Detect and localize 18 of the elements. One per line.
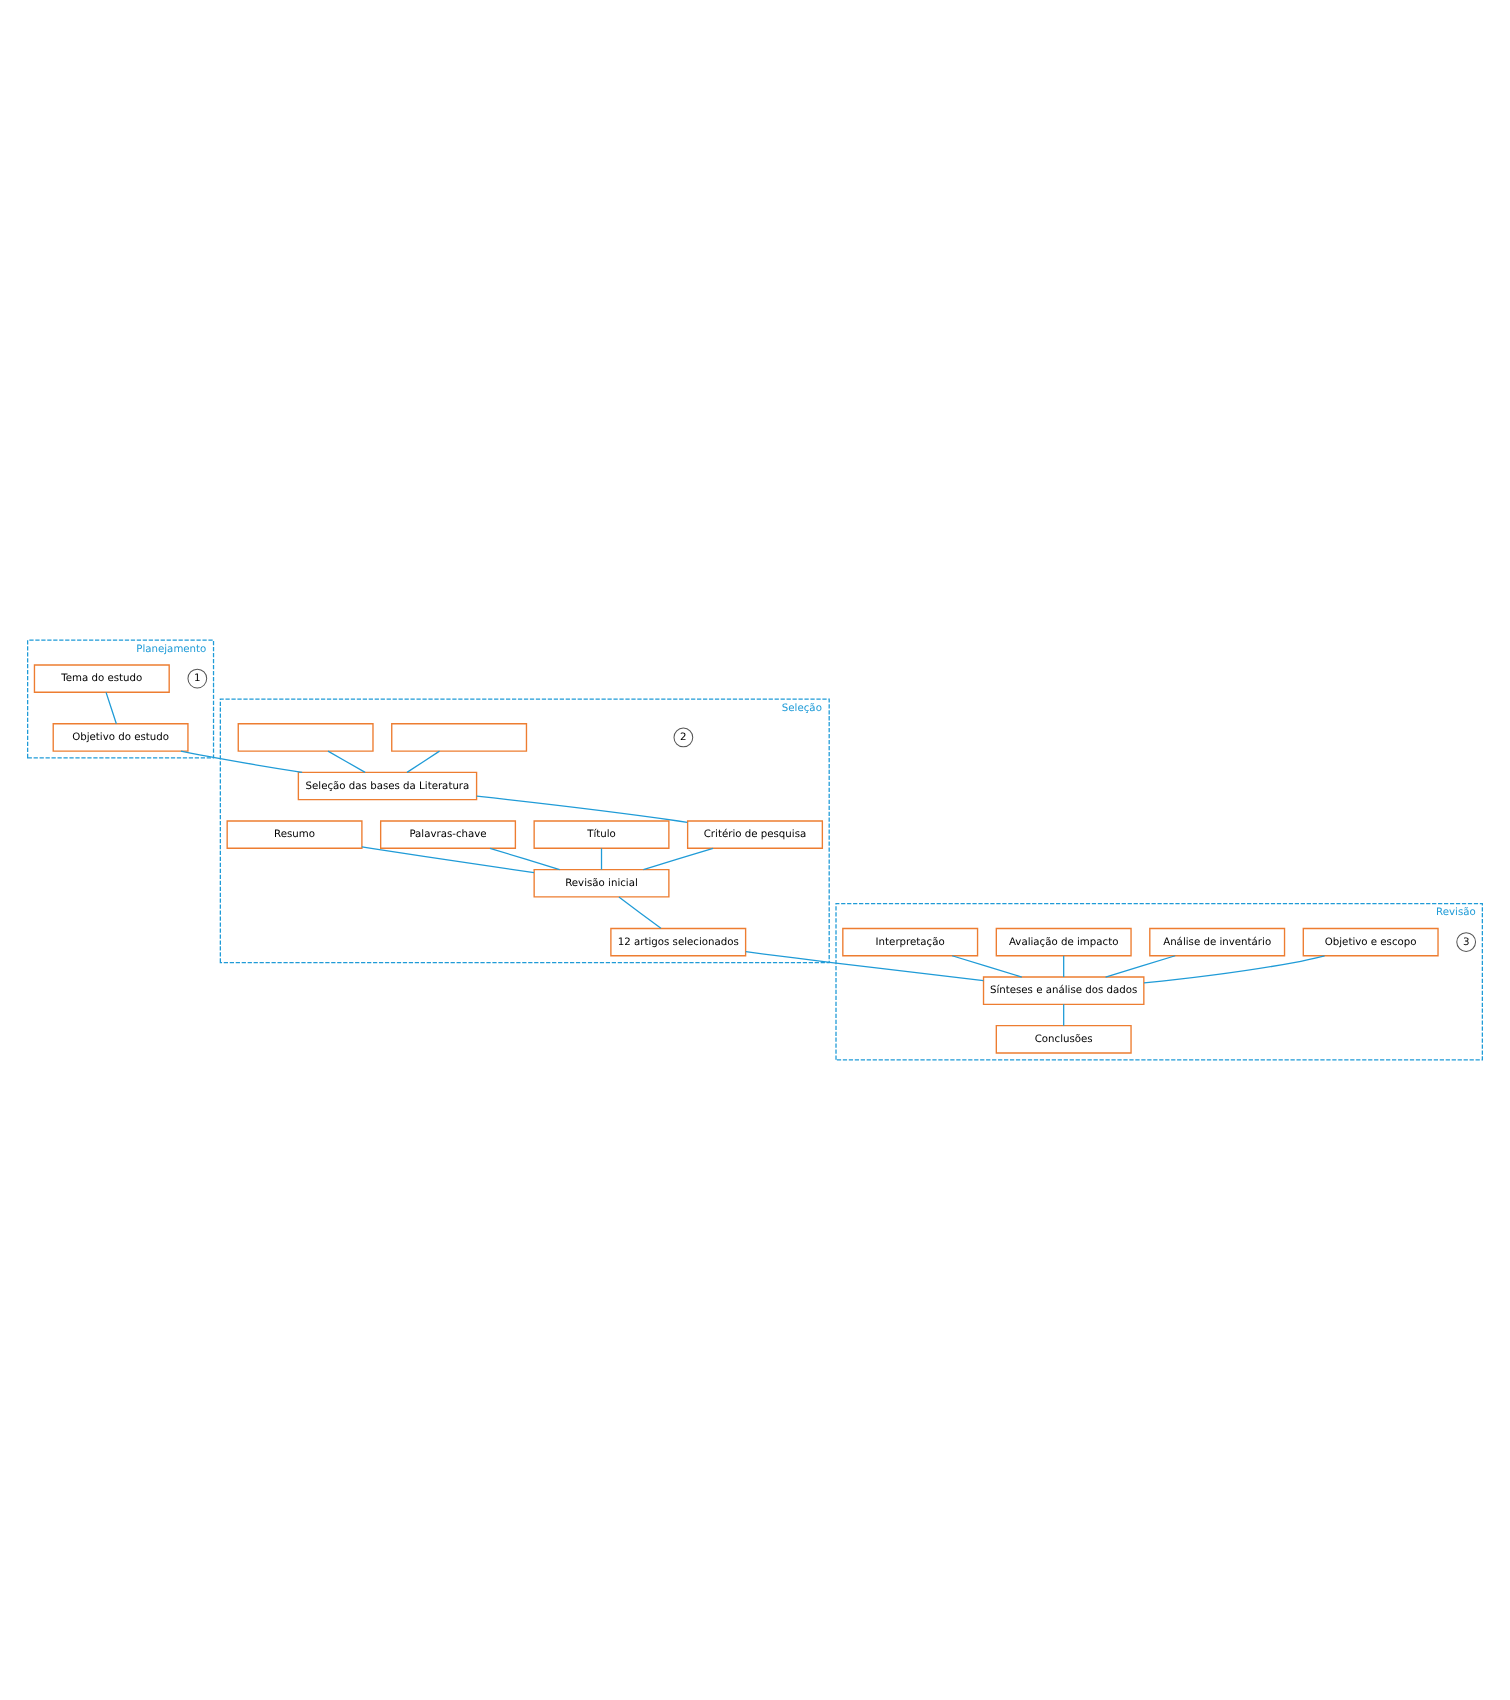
connector xyxy=(406,750,441,774)
connector xyxy=(361,846,535,874)
connector xyxy=(618,896,662,929)
connector xyxy=(489,847,561,871)
connector xyxy=(327,750,366,774)
connector xyxy=(105,691,117,725)
connector xyxy=(1063,955,1065,978)
connector xyxy=(951,955,1023,978)
connector xyxy=(1143,955,1326,984)
connector xyxy=(745,951,985,982)
connector xyxy=(476,795,688,823)
node-box xyxy=(391,723,528,752)
connector xyxy=(600,847,603,871)
connector xyxy=(1063,1003,1065,1027)
connector xyxy=(1104,955,1176,978)
connector xyxy=(180,750,303,773)
connector xyxy=(642,847,714,871)
node-box xyxy=(237,723,374,752)
